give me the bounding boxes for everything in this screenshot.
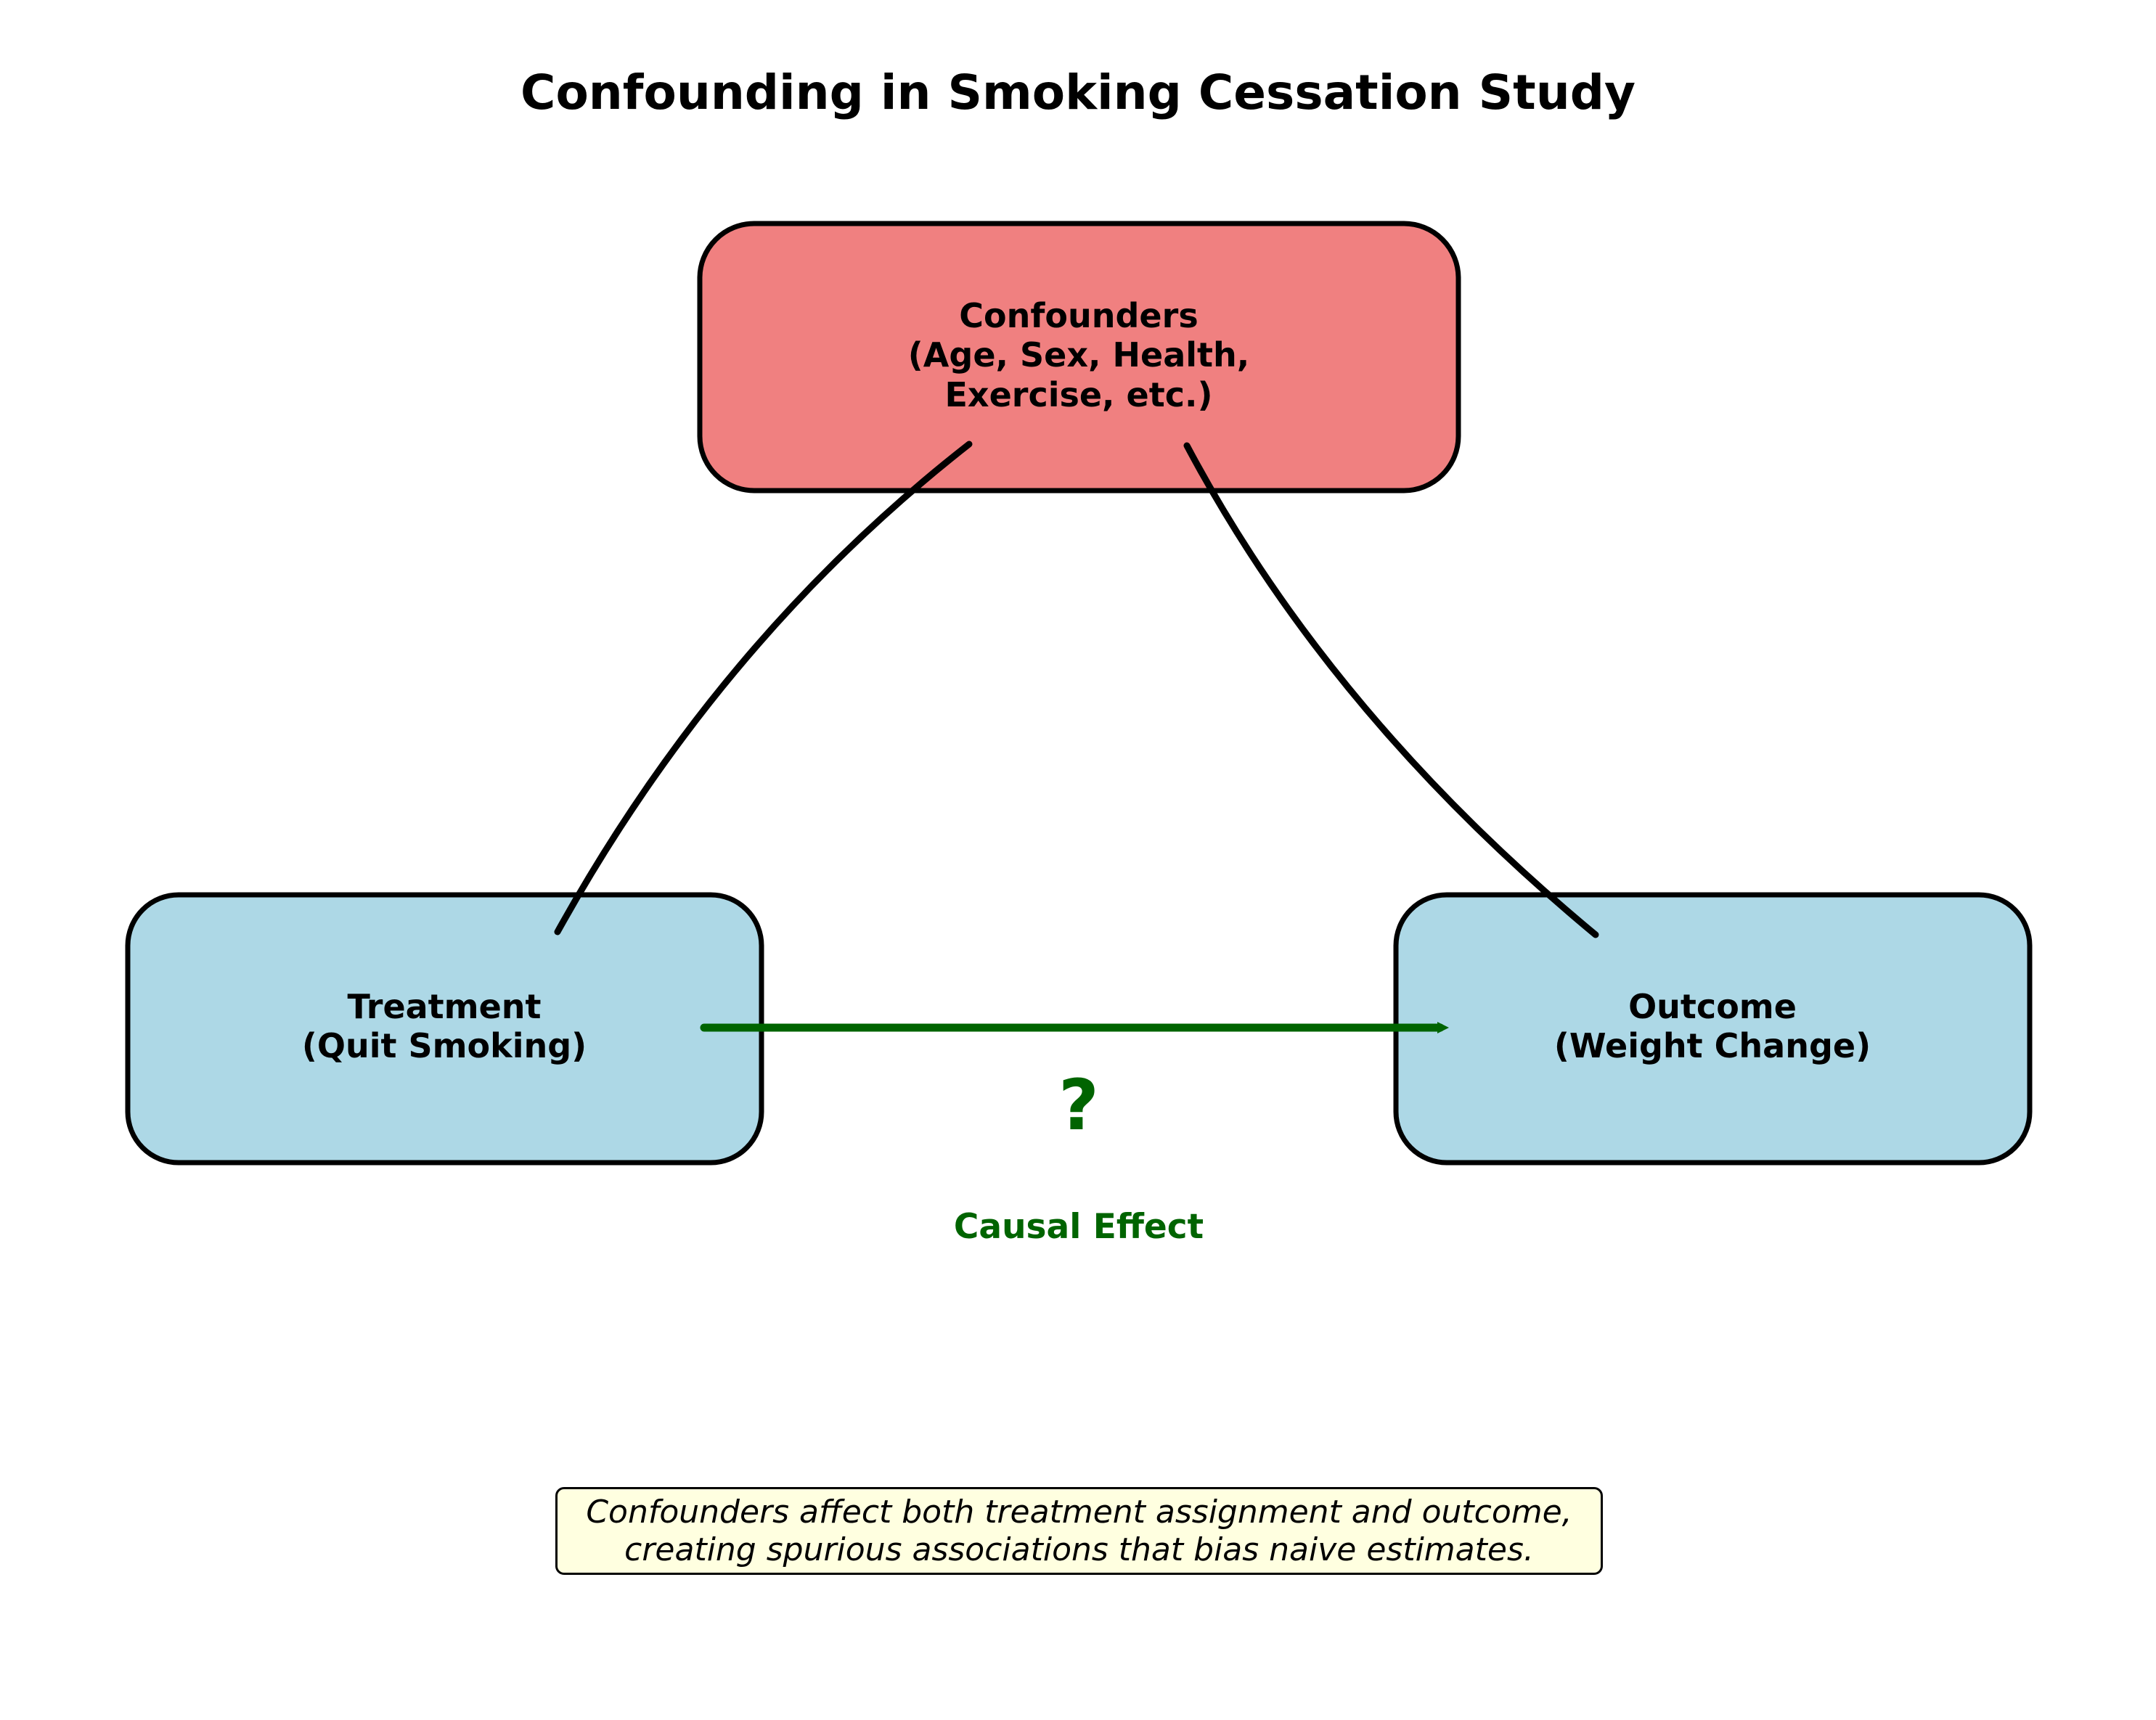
confounders-label-line2: (Age, Sex, Health, [908,335,1249,374]
treatment-label-line2: (Quit Smoking) [302,1026,587,1065]
confounders-node: Confounders (Age, Sex, Health, Exercise,… [697,221,1461,494]
confounders-label-line1: Confounders [959,296,1198,335]
outcome-node: Outcome (Weight Change) [1393,892,2033,1166]
causal-arrowhead-icon [1437,1022,1449,1033]
confounders-label-line3: Exercise, etc.) [944,375,1212,414]
causal-question-mark: ? [1058,1065,1099,1146]
confounders-box [697,221,1461,494]
outcome-label-line1: Outcome [1628,987,1797,1026]
treatment-label-line1: Treatment [347,987,541,1026]
edge-confounders-to-outcome [1183,442,1599,938]
edge-confounders-to-treatment [554,441,973,935]
outcome-label-line2: (Weight Change) [1554,1026,1871,1065]
explanation-note: Confounders affect both treatment assign… [555,1487,1603,1575]
note-line2: creating spurious associations that bias… [624,1531,1534,1568]
diagram-title: Confounding in Smoking Cessation Study [520,65,1636,120]
causal-effect-label: Causal Effect [954,1207,1204,1247]
note-line1: Confounders affect both treatment assign… [586,1493,1572,1531]
treatment-node: Treatment (Quit Smoking) [125,892,764,1166]
